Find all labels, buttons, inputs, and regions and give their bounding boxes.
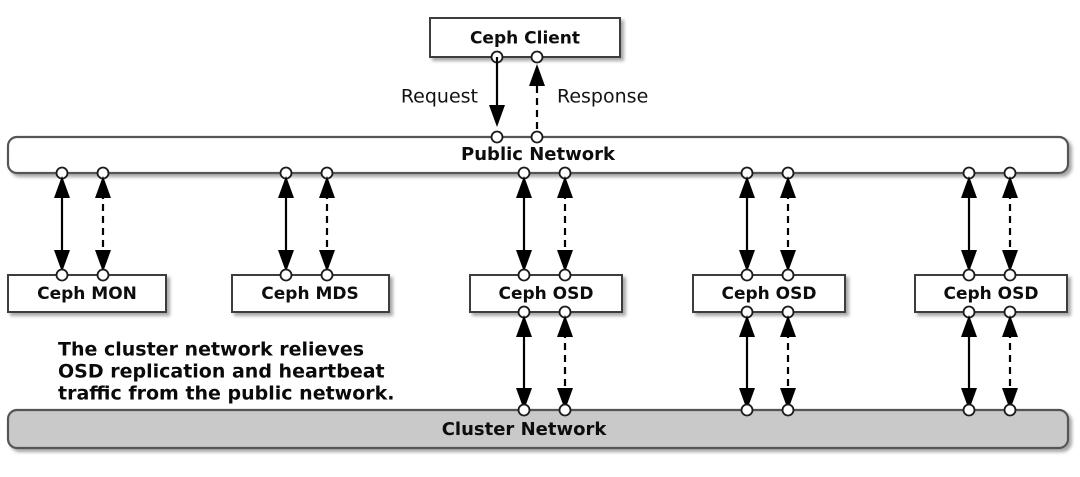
request-label: Request: [401, 86, 478, 108]
link-public-mon-dashed-head-down: [95, 250, 111, 272]
link-cluster-osd1-solid-head-down: [516, 388, 532, 410]
link-public-mds-dashed-head-up: [319, 176, 335, 198]
ceph-osd-node-2[interactable]: Ceph OSD: [692, 268, 846, 319]
osd1-port-top-dashed: [558, 268, 572, 282]
mon-port-top-solid: [55, 268, 69, 282]
link-public-osd3-dashed-head-down: [1002, 250, 1018, 272]
response-arrow-head-up: [529, 64, 545, 86]
osd2-port-top-dashed: [781, 268, 795, 282]
link-public-mon-dashed-head-up: [95, 176, 111, 198]
link-public-mds-dashed-head-down: [319, 250, 335, 272]
link-cluster-osd3: [961, 315, 1018, 410]
ceph-mds-box: [231, 274, 390, 313]
public-network-label: Public Network: [461, 144, 616, 165]
note-line-3: traffic from the public network.: [58, 383, 395, 405]
link-cluster-osd2-solid-head-down: [739, 388, 755, 410]
ceph-client-label: Ceph Client: [470, 29, 580, 49]
osd2-port-top-solid: [740, 268, 754, 282]
link-cluster-osd1-dashed-head-down: [557, 388, 573, 410]
ceph-client-box: [429, 17, 621, 58]
link-public-mds-solid-head-down: [278, 250, 294, 272]
link-public-mds-solid-head-up: [278, 176, 294, 198]
cluster-port-osd3-solid: [962, 403, 976, 417]
client-port-response: [530, 50, 544, 64]
link-public-osd1-solid-head-down: [516, 250, 532, 272]
link-cluster-osd1: [516, 315, 573, 410]
ceph-osd-node-1[interactable]: Ceph OSD: [469, 268, 623, 319]
ceph-mds-label: Ceph MDS: [261, 284, 358, 304]
link-public-osd3-solid-head-up: [961, 176, 977, 198]
link-public-osd2-dashed-head-up: [780, 176, 796, 198]
osd3-port-top-solid: [962, 268, 976, 282]
cluster-port-osd3-dashed: [1003, 403, 1017, 417]
public-network-bar[interactable]: Public Network: [6, 130, 1070, 180]
mds-port-top-solid: [279, 268, 293, 282]
link-public-osd3-dashed-head-up: [1002, 176, 1018, 198]
ceph-client-node[interactable]: Ceph Client: [429, 17, 621, 64]
ceph-mon-box: [7, 274, 167, 313]
osd1-port-top-solid: [517, 268, 531, 282]
cluster-port-osd1-solid: [517, 403, 531, 417]
ceph-osd-2-box: [692, 274, 846, 313]
cluster-port-osd2-dashed: [781, 403, 795, 417]
ceph-mon-label: Ceph MON: [37, 284, 137, 304]
link-cluster-osd2: [739, 315, 796, 410]
link-public-osd3: [961, 176, 1018, 272]
link-public-osd1-dashed-head-down: [557, 250, 573, 272]
link-public-osd2-dashed-head-down: [780, 250, 796, 272]
osd3-port-top-dashed: [1003, 268, 1017, 282]
mds-port-top-dashed: [320, 268, 334, 282]
link-public-osd1: [516, 176, 573, 272]
ceph-osd-2-label: Ceph OSD: [721, 284, 816, 304]
link-public-osd1-solid-head-up: [516, 176, 532, 198]
link-cluster-osd3-solid-head-down: [961, 388, 977, 410]
cluster-network-rect: [6, 408, 1070, 450]
ceph-osd-3-box: [914, 274, 1068, 313]
cluster-network-label: Cluster Network: [442, 419, 608, 440]
cluster-port-osd1-dashed: [558, 403, 572, 417]
request-arrow-head-down: [489, 105, 505, 127]
link-public-mds: [278, 176, 335, 272]
public-port-top-response: [530, 130, 544, 144]
link-public-osd2: [739, 176, 796, 272]
link-public-mon-solid-head-down: [54, 250, 70, 272]
mon-port-top-dashed: [96, 268, 110, 282]
response-arrow: [529, 64, 545, 129]
note-line-1: The cluster network relieves: [58, 339, 364, 361]
link-cluster-osd3-dashed-head-up: [1002, 315, 1018, 337]
link-cluster-osd2-dashed-head-down: [780, 388, 796, 410]
link-cluster-osd1-dashed-head-up: [557, 315, 573, 337]
response-label: Response: [557, 86, 648, 108]
ceph-mon-node[interactable]: Ceph MON: [7, 268, 167, 313]
link-public-osd3-solid-head-down: [961, 250, 977, 272]
link-public-osd2-solid-head-down: [739, 250, 755, 272]
cluster-network-bar[interactable]: Cluster Network: [6, 403, 1070, 450]
link-cluster-osd3-solid-head-up: [961, 315, 977, 337]
link-public-mon: [54, 176, 111, 272]
link-cluster-osd3-dashed-head-down: [1002, 388, 1018, 410]
ceph-osd-3-label: Ceph OSD: [943, 284, 1038, 304]
link-cluster-osd2-solid-head-up: [739, 315, 755, 337]
link-public-mon-solid-head-up: [54, 176, 70, 198]
link-public-osd1-dashed-head-up: [557, 176, 573, 198]
ceph-osd-1-box: [469, 274, 623, 313]
public-port-top-request: [490, 130, 504, 144]
link-public-osd2-solid-head-up: [739, 176, 755, 198]
ceph-osd-node-3[interactable]: Ceph OSD: [914, 268, 1068, 319]
link-cluster-osd1-solid-head-up: [516, 315, 532, 337]
ceph-osd-1-label: Ceph OSD: [498, 284, 593, 304]
cluster-network-note: The cluster network relieves OSD replica…: [58, 339, 395, 405]
cluster-port-osd2-solid: [740, 403, 754, 417]
link-cluster-osd2-dashed-head-up: [780, 315, 796, 337]
ceph-mds-node[interactable]: Ceph MDS: [231, 268, 390, 313]
note-line-2: OSD replication and heartbeat: [58, 361, 385, 383]
request-arrow: [489, 57, 505, 127]
